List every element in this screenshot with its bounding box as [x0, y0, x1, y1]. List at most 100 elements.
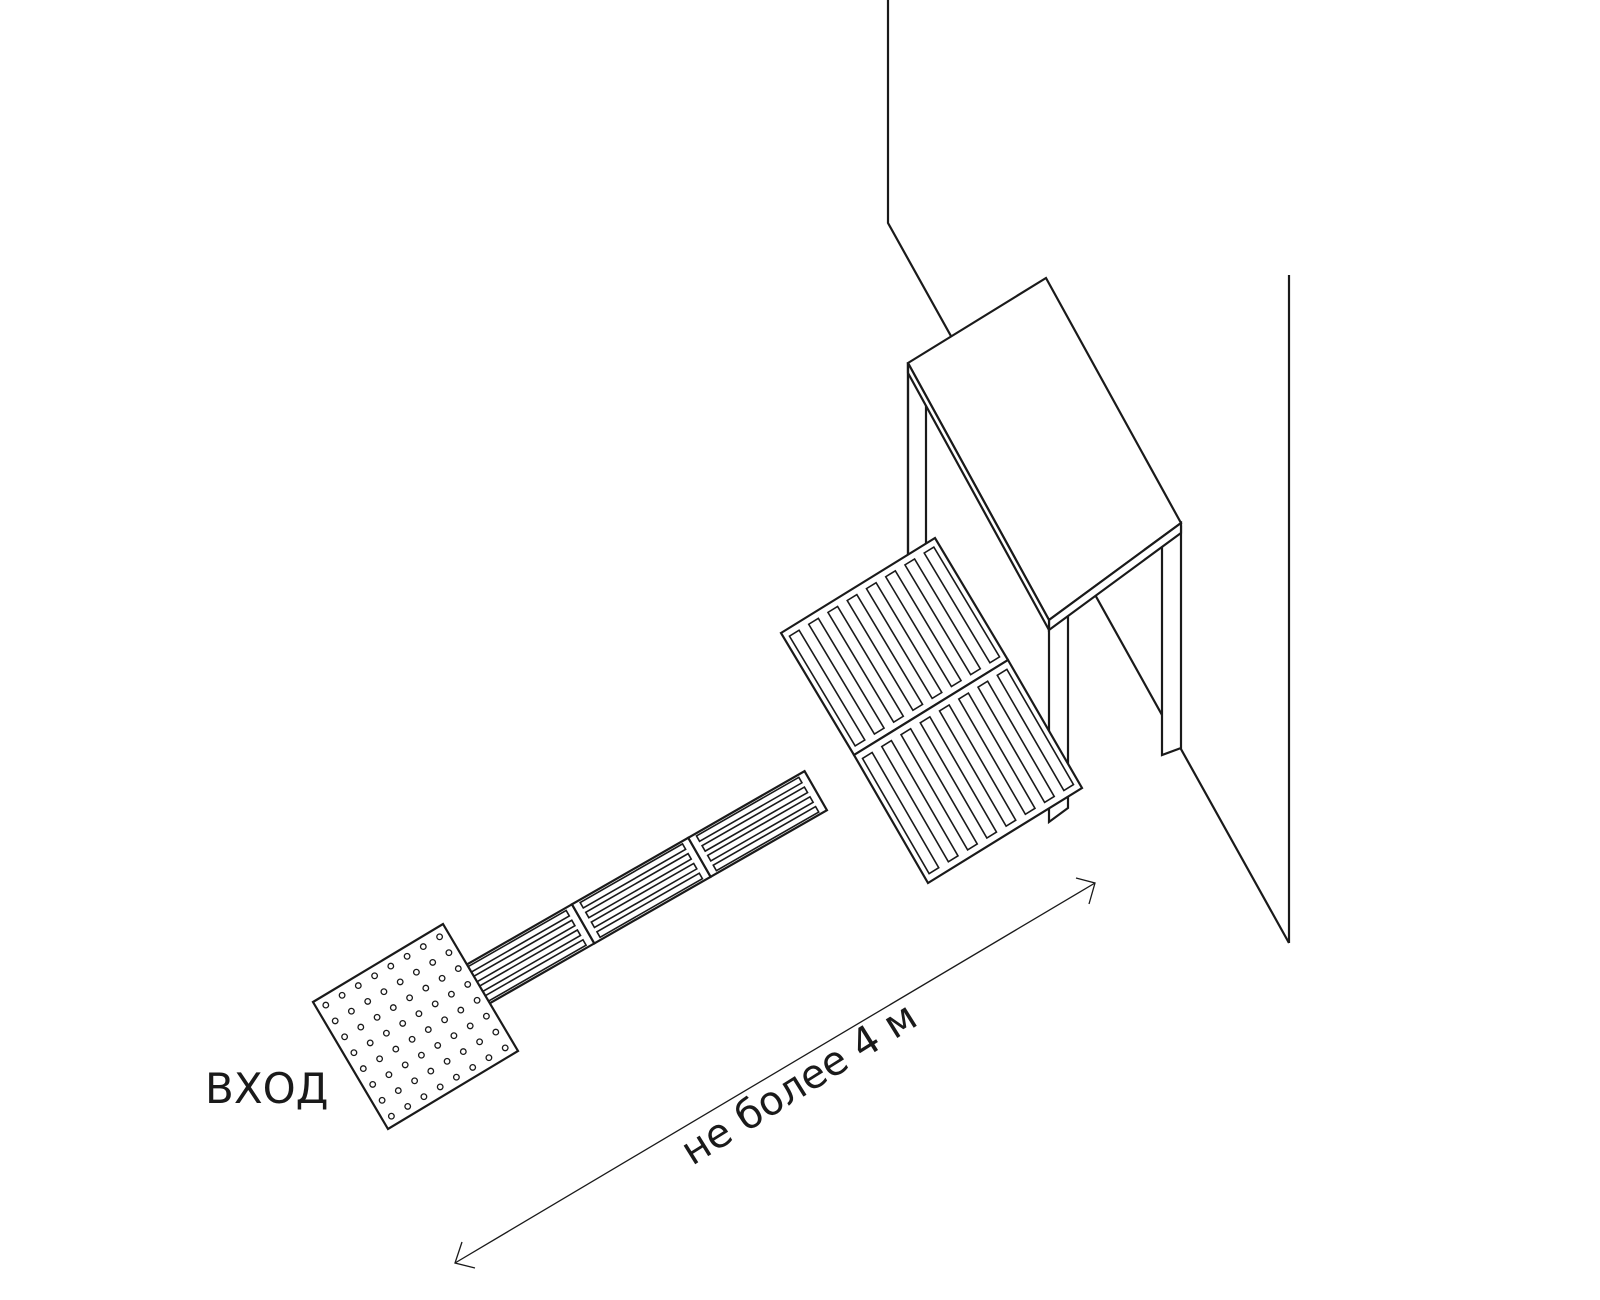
warning-tile-rib: [880, 739, 960, 863]
tactile-dot: [376, 1055, 384, 1063]
tactile-dot: [364, 997, 372, 1005]
tactile-dot: [394, 1087, 402, 1095]
tactile-dot: [378, 1096, 386, 1104]
tactile-dot: [485, 1054, 493, 1062]
tactile-dot: [380, 988, 388, 996]
canopy-post-right: [1160, 525, 1183, 757]
tactile-paving: [311, 536, 1084, 1131]
tactile-dot: [387, 962, 395, 970]
tactile-dot: [434, 1041, 442, 1049]
tactile-dot: [457, 1006, 465, 1014]
warning-tile: [852, 658, 1084, 885]
tactile-dot: [373, 1013, 381, 1021]
tactile-dot: [473, 996, 481, 1004]
tactile-dot: [350, 1049, 358, 1057]
guide-strip-tile-rib: [700, 785, 809, 853]
warning-tile-rib: [938, 703, 1017, 828]
tactile-dot: [459, 1048, 467, 1056]
warning-tile-rib: [903, 557, 982, 676]
warning-tile-rib: [846, 593, 924, 712]
tactile-dot: [492, 1028, 500, 1036]
guide-strip-tile-rib: [579, 842, 687, 910]
warning-tile-rib: [826, 605, 905, 724]
tactile-dot: [429, 958, 437, 966]
warning-tile-rib: [996, 668, 1075, 792]
tactile-dot: [412, 968, 420, 976]
warning-tile-rib: [807, 617, 886, 736]
guide-strip-tile-rib: [595, 872, 704, 939]
tactile-dot: [445, 949, 453, 957]
tactile-dot: [341, 1033, 349, 1041]
tactile-dot: [396, 978, 404, 986]
dimension-line: [454, 882, 1096, 1264]
tactile-dot: [466, 1022, 474, 1030]
warning-tile-rib: [923, 545, 1001, 664]
tactile-dot: [452, 1073, 460, 1081]
tactile-dot: [399, 1019, 407, 1027]
tactile-dot: [347, 1007, 355, 1015]
tactile-dot: [454, 965, 462, 973]
tactile-dot: [357, 1023, 365, 1031]
guide-strip-tile: [570, 836, 713, 945]
guide-strip-tile-rib: [712, 805, 820, 872]
tactile-dot: [419, 943, 427, 951]
tactile-dot: [404, 1102, 412, 1110]
guide-strip-tile-rib: [706, 795, 815, 862]
warning-tile-rib: [957, 692, 1037, 816]
guide-strip-tile-rib: [590, 862, 698, 929]
tactile-dot: [417, 1051, 425, 1059]
warning-tile-rib: [788, 629, 866, 748]
tactile-dot: [359, 1065, 367, 1073]
tactile-dot: [369, 1080, 377, 1088]
tactile-dot: [408, 1035, 416, 1043]
tactile-dot: [482, 1012, 490, 1020]
tactile-dot: [406, 994, 414, 1002]
tactile-dot: [443, 1057, 451, 1065]
tactile-dot: [392, 1045, 400, 1053]
tactile-dot: [438, 974, 446, 982]
tactile-dot: [420, 1093, 428, 1101]
tactile-dot: [382, 1029, 390, 1037]
warning-tile-rib: [865, 581, 943, 700]
tactile-dot: [501, 1044, 509, 1052]
tactile-dot: [322, 1001, 330, 1009]
tactile-dot: [389, 1004, 397, 1012]
warning-tile-rib: [884, 569, 963, 688]
warning-tile-rib: [861, 751, 940, 875]
tactile-dot: [331, 1017, 339, 1025]
guide-strip-tile: [686, 769, 829, 879]
tactile-dot: [401, 1061, 409, 1069]
tactile-dot: [415, 1010, 423, 1018]
tactile-dot: [371, 972, 379, 980]
entrance-canopy: [906, 276, 1183, 825]
tactile-dot: [436, 1083, 444, 1091]
tactile-dot: [424, 1026, 432, 1034]
guide-strip-tile-rib: [695, 776, 804, 843]
distance-label: не более 4 м: [673, 993, 925, 1174]
tactile-dot: [338, 991, 346, 999]
warning-tile-rib: [919, 715, 998, 840]
tactile-dot: [411, 1077, 419, 1085]
tactile-dot: [366, 1039, 374, 1047]
tactile-dot: [476, 1038, 484, 1046]
guide-strip-tile-rib: [584, 852, 693, 919]
tactile-dot: [441, 1016, 449, 1024]
tactile-dot: [469, 1063, 477, 1071]
warning-tile-rib: [976, 680, 1056, 804]
dimension-arrow-start: [454, 1241, 476, 1269]
tactile-dot: [387, 1112, 395, 1120]
building-wall: [886, 0, 1291, 944]
tactile-dot: [447, 990, 455, 998]
tactile-dot: [436, 933, 444, 941]
tactile-dot: [354, 982, 362, 990]
tactile-dot: [464, 980, 472, 988]
hazard-dot-tile: [311, 922, 520, 1131]
tactile-dot: [422, 984, 430, 992]
dimension-arrow-end: [1075, 877, 1096, 905]
tactile-dot: [431, 1000, 439, 1008]
tactile-dot: [427, 1067, 435, 1075]
tactile-dot: [403, 952, 411, 960]
warning-tile-rib: [899, 727, 979, 851]
entrance-label: ВХОД: [205, 1064, 328, 1113]
